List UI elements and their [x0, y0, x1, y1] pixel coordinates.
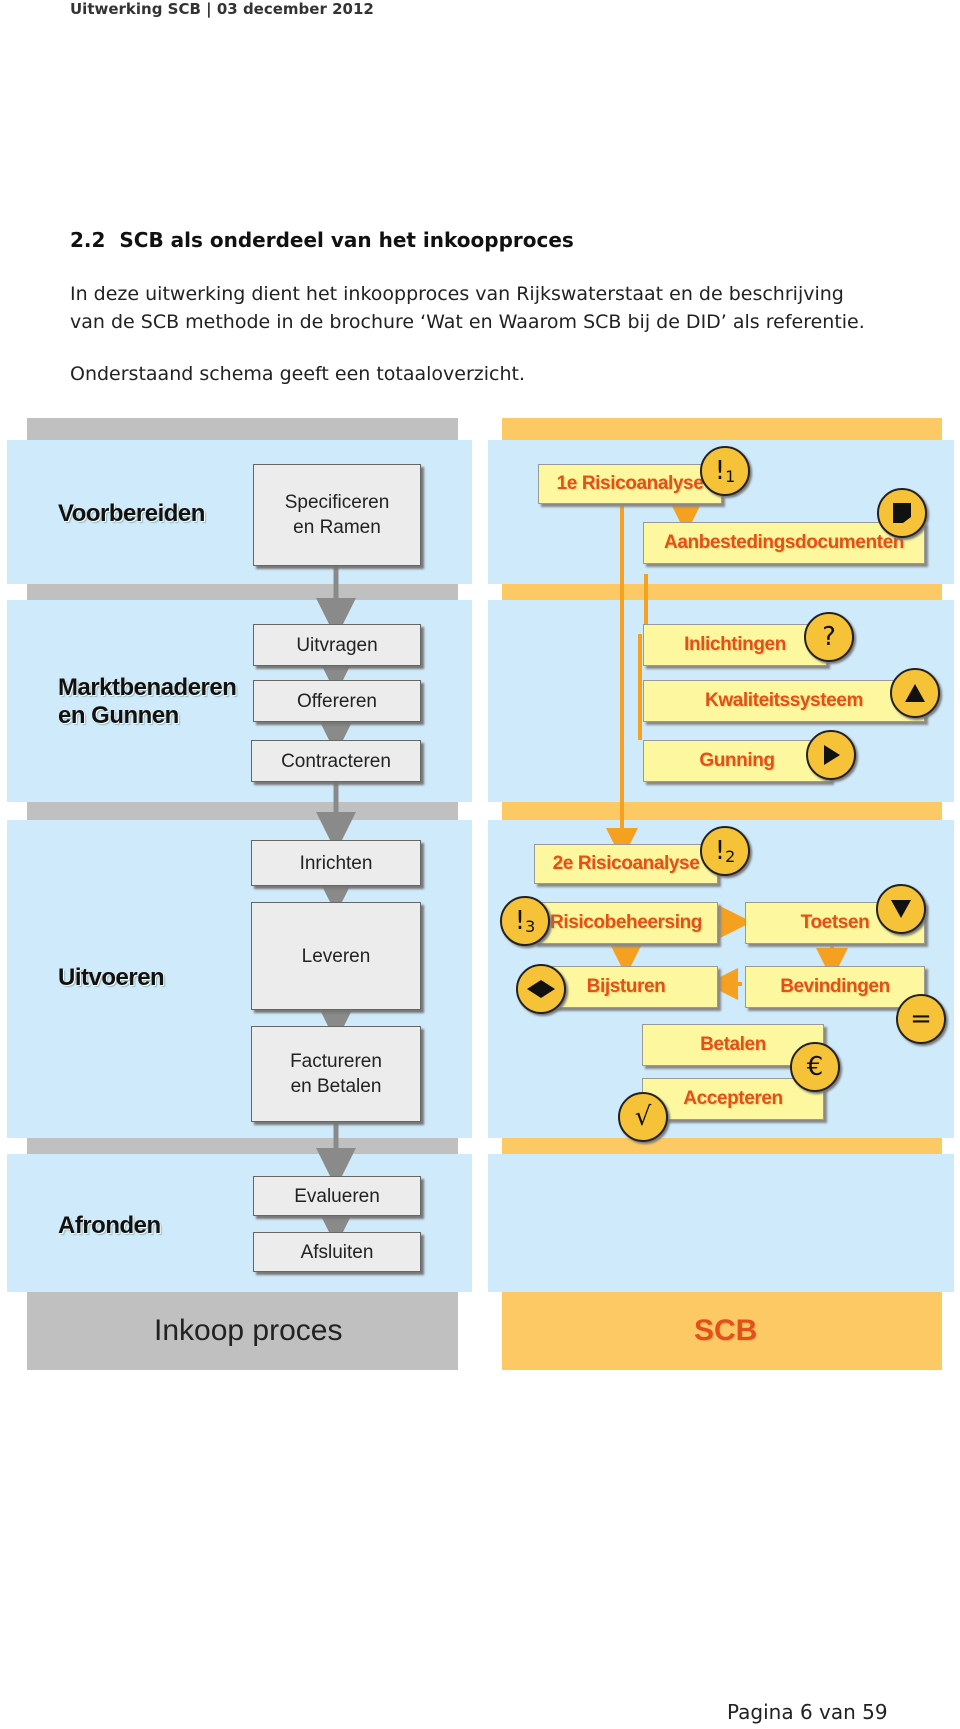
step-afsluiten: Afsluiten — [253, 1232, 421, 1272]
step-specificeren: Specificeren en Ramen — [253, 464, 421, 566]
step-leveren: Leveren — [251, 902, 421, 1010]
document-header: Uitwerking SCB | 03 december 2012 — [70, 0, 374, 18]
scb-gunning: Gunning — [643, 740, 831, 782]
step-factureren: Factureren en Betalen — [251, 1026, 421, 1122]
exclamation-icon: !3 — [500, 896, 550, 946]
page-number: Pagina 6 van 59 — [727, 1700, 888, 1724]
scb-bevindingen: Bevindingen — [745, 966, 925, 1008]
exclamation-icon: !2 — [700, 826, 750, 876]
check-icon: √ — [618, 1092, 668, 1142]
intro-paragraph-line2: van de SCB methode in de brochure ‘Wat e… — [70, 311, 865, 333]
band-afronden-right — [488, 1154, 954, 1292]
step-inrichten: Inrichten — [251, 840, 421, 886]
scb-accepteren: Accepteren — [642, 1078, 824, 1120]
scb-risicoanalyse-1: 1e Risicoanalyse — [538, 464, 722, 504]
scb-betalen: Betalen — [642, 1024, 824, 1066]
phase-voorbereiden: Voorbereiden — [58, 500, 205, 527]
document-icon — [877, 488, 927, 538]
play-icon — [806, 730, 856, 780]
question-icon: ? — [804, 612, 854, 662]
scb-risicoanalyse-2: 2e Risicoanalyse — [534, 844, 718, 884]
step-contracteren: Contracteren — [251, 740, 421, 782]
step-uitvragen: Uitvragen — [253, 624, 421, 666]
scb-risicobeheersing: Risicobeheersing — [534, 902, 718, 944]
phase-afronden: Afronden — [58, 1212, 161, 1239]
euro-icon: € — [790, 1042, 840, 1092]
inkoop-proces-label: Inkoop proces — [154, 1314, 343, 1347]
triangle-down-icon — [876, 884, 926, 934]
step-offereren: Offereren — [253, 680, 421, 722]
section-heading: 2.2 SCB als onderdeel van het inkoopproc… — [70, 228, 574, 252]
phase-marktbenaderen: Marktbenaderen en Gunnen — [58, 674, 237, 729]
exclamation-icon: !1 — [700, 446, 750, 496]
equals-icon: = — [896, 994, 946, 1044]
intro-paragraph-line3: Onderstaand schema geeft een totaaloverz… — [70, 363, 526, 385]
process-diagram: Voorbereiden Marktbenaderen en Gunnen Ui… — [0, 418, 960, 1370]
step-evalueren: Evalueren — [253, 1176, 421, 1216]
scb-label: SCB — [694, 1314, 758, 1347]
triangle-up-icon — [890, 668, 940, 718]
scb-kwaliteitssysteem: Kwaliteitssysteem — [643, 680, 925, 722]
diamond-icon — [516, 964, 566, 1014]
phase-uitvoeren: Uitvoeren — [58, 964, 165, 991]
intro-paragraph-line1: In deze uitwerking dient het inkoopproce… — [70, 283, 844, 305]
scb-inlichtingen: Inlichtingen — [643, 624, 827, 666]
scb-aanbestedingsdocumenten: Aanbestedingsdocumenten — [643, 522, 925, 564]
